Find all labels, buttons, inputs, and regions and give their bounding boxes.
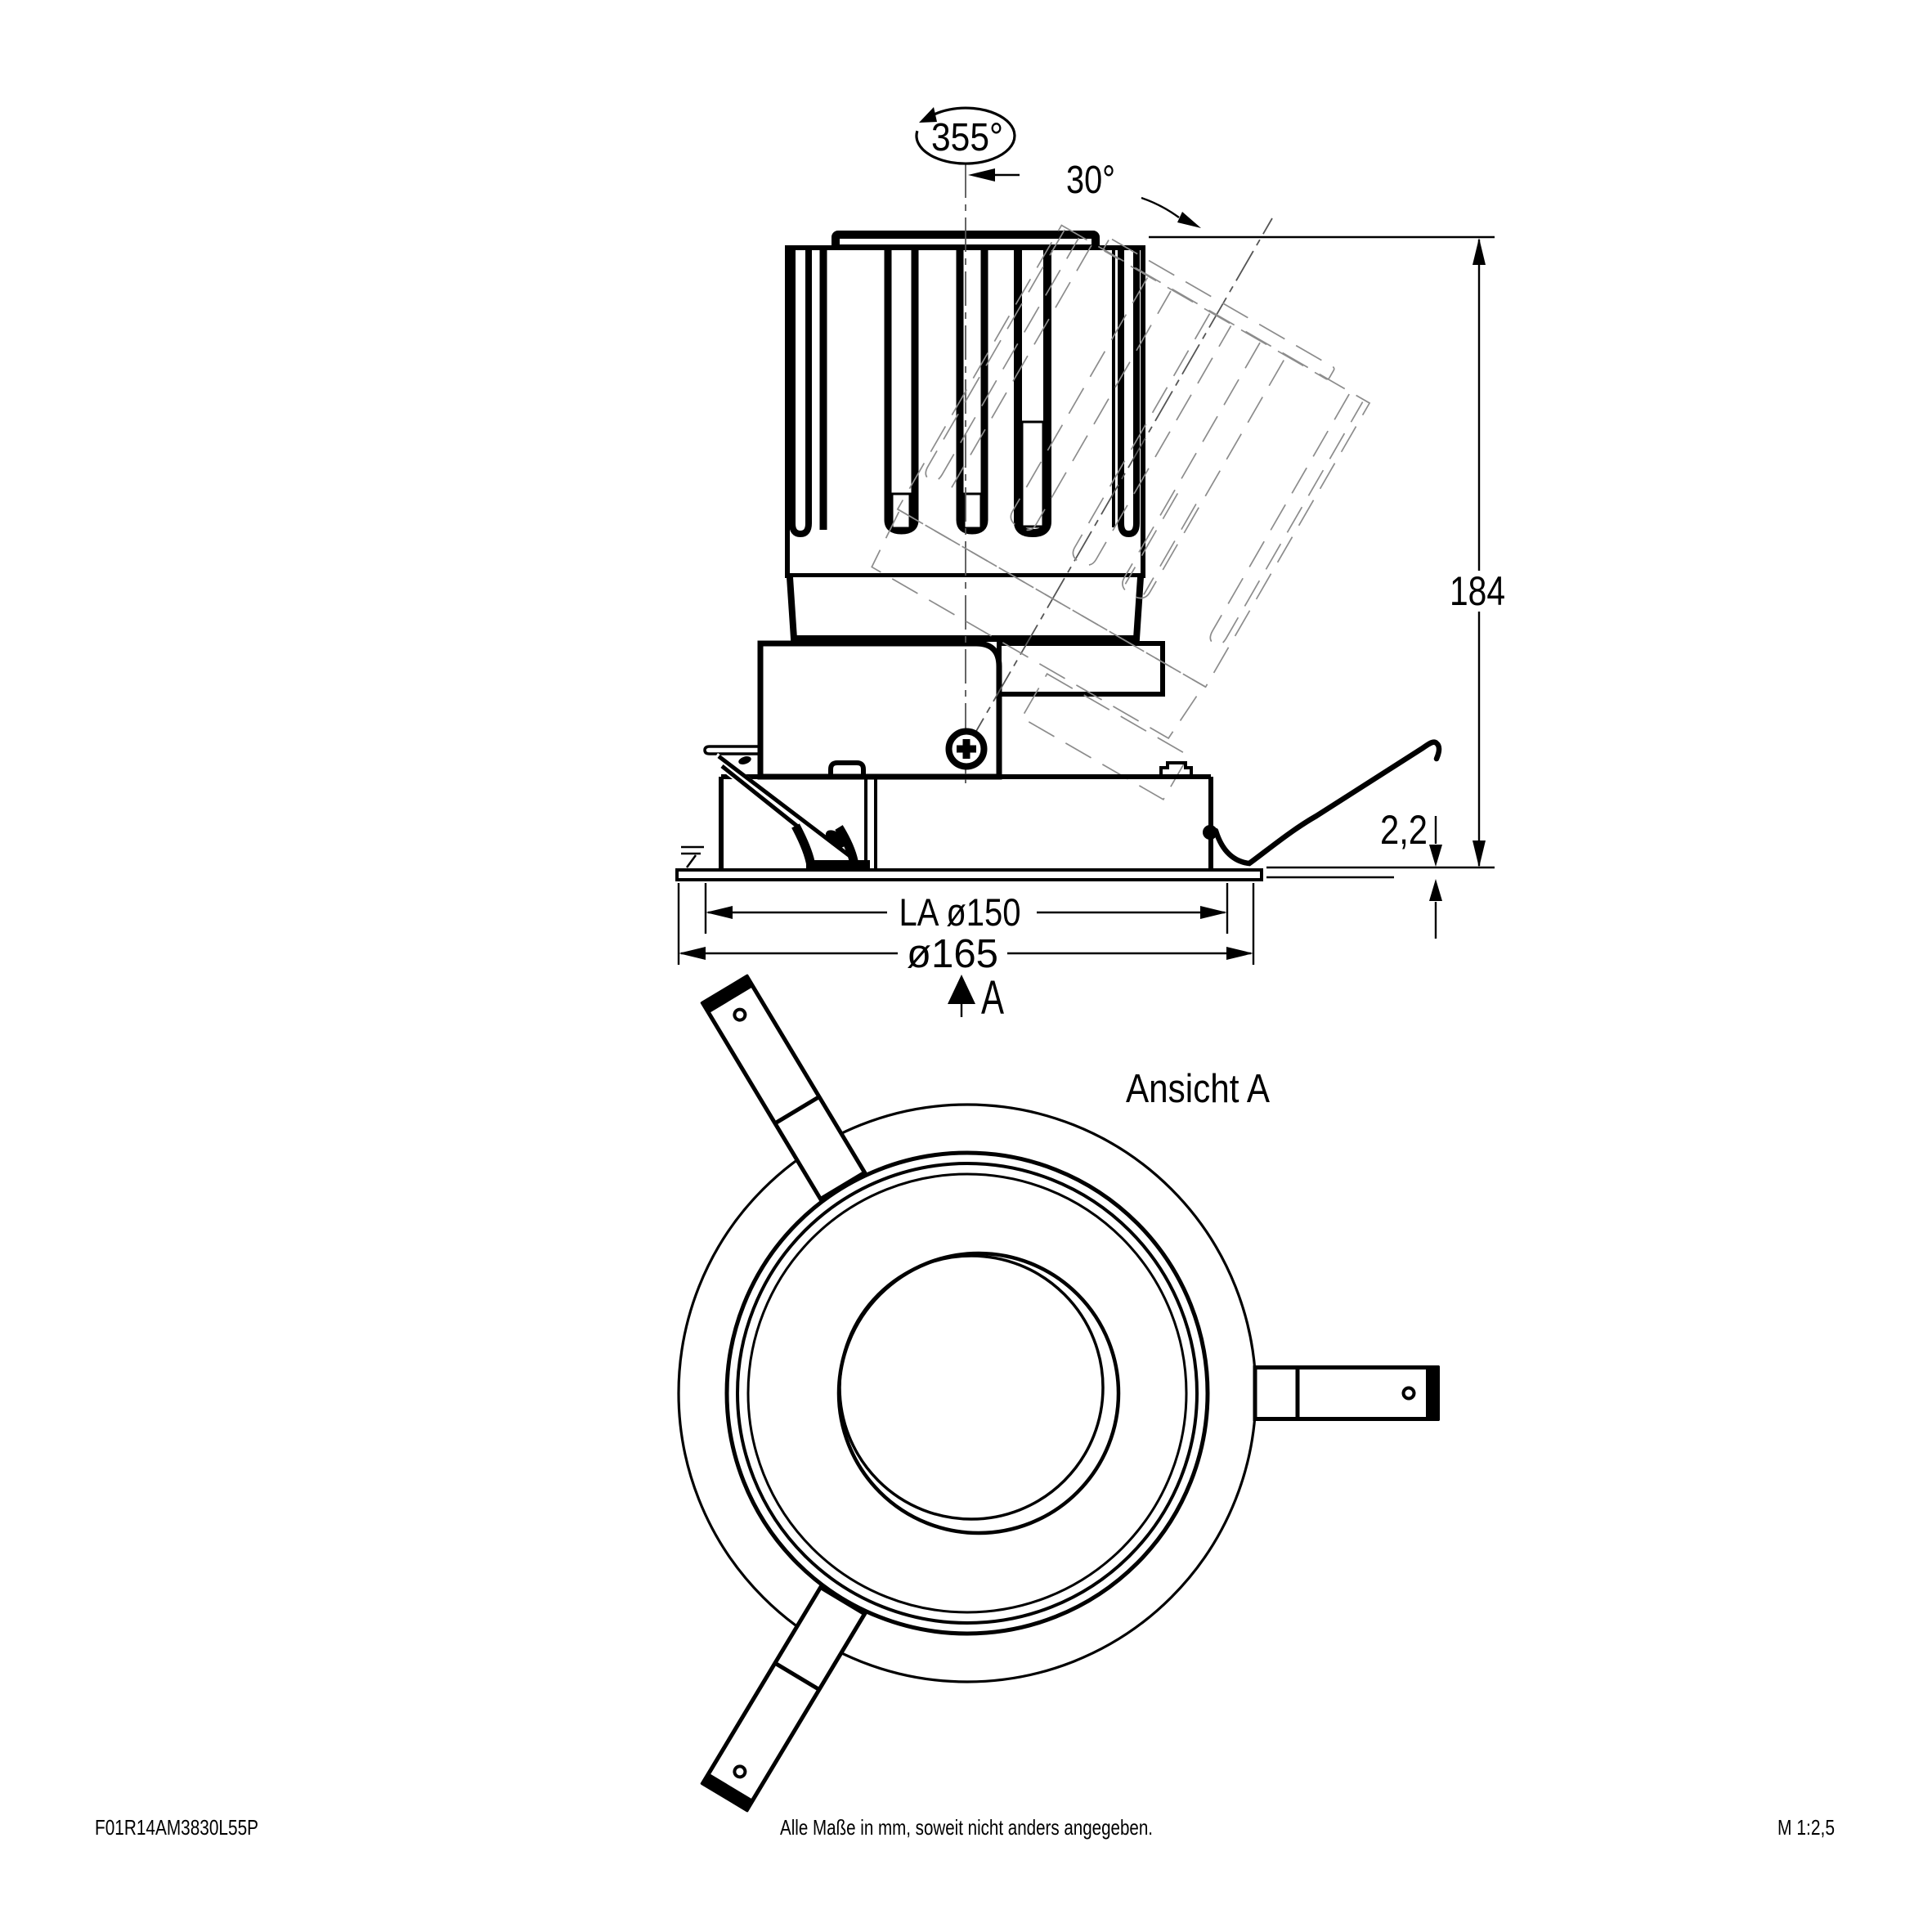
svg-text:184: 184 [1450, 568, 1505, 614]
svg-text:Alle Maße in mm, soweit nicht: Alle Maße in mm, soweit nicht anders ang… [780, 1815, 1153, 1840]
svg-text:355°: 355° [931, 116, 1003, 159]
svg-text:M 1:2,5: M 1:2,5 [1777, 1815, 1835, 1840]
svg-text:2,2: 2,2 [1380, 807, 1428, 853]
svg-text:F01R14AM3830L55P: F01R14AM3830L55P [95, 1815, 258, 1840]
svg-text:ø165: ø165 [907, 932, 998, 976]
svg-text:30°: 30° [1066, 159, 1115, 202]
svg-text:LA ø150: LA ø150 [899, 890, 1021, 934]
svg-text:Ansicht A: Ansicht A [1126, 1067, 1270, 1111]
svg-text:A: A [981, 971, 1004, 1024]
